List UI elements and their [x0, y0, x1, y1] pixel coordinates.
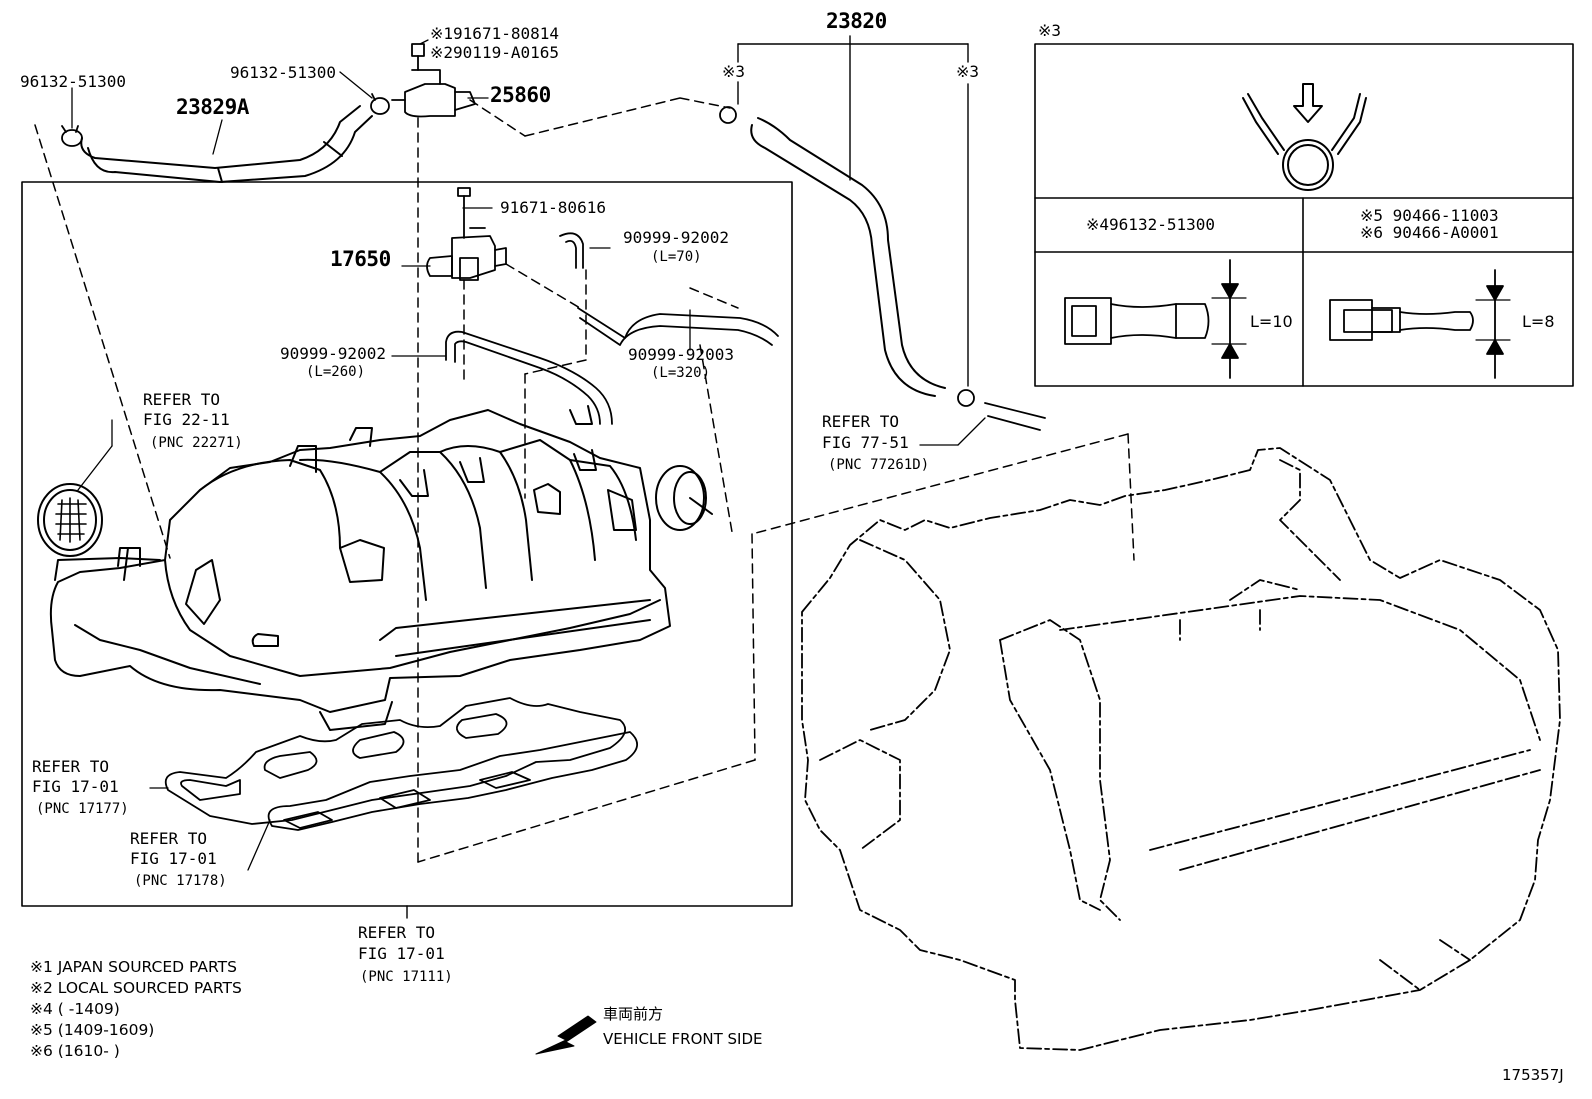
detail-box-left-length: L=10	[1250, 312, 1293, 331]
diagram-id: 175357J	[1502, 1066, 1564, 1084]
ref-fig17177-line1: REFER TO	[32, 757, 110, 776]
label-91671-80814: ※191671-80814	[430, 24, 559, 43]
clamp-23820-top	[719, 106, 737, 124]
manifold-actuator	[655, 465, 713, 531]
detail-box-title: ※3	[1038, 21, 1062, 40]
engine-block-outline	[801, 447, 1561, 1051]
gasket-17178	[267, 731, 638, 831]
label-96132-51300-left: 96132-51300	[20, 72, 126, 91]
hose-90999-92002-long	[445, 330, 613, 425]
label-90999-92002-a: 90999-92002	[623, 228, 729, 247]
dashed-routing	[34, 97, 1135, 863]
ref-fig17178-line1: REFER TO	[130, 829, 208, 848]
label-90999-92002-b: 90999-92002	[280, 344, 386, 363]
gasket-22271	[37, 483, 103, 557]
ref-fig22-line1: REFER TO	[143, 390, 221, 409]
hose-23820	[750, 117, 946, 397]
label-mark3-a: ※3	[722, 62, 746, 81]
label-90119-A0165: ※290119-A0165	[430, 43, 559, 62]
clamp-mid	[370, 93, 390, 115]
ref-fig17111-line3: (PNC 17111)	[360, 969, 453, 985]
detail-box-right-length: L=8	[1522, 312, 1555, 331]
inset-frame	[21, 181, 793, 907]
note-4: ※4 ( -1409)	[30, 1000, 120, 1018]
note-2: ※2 LOCAL SOURCED PARTS	[30, 979, 242, 997]
label-25860: 25860	[490, 83, 551, 107]
ref-fig17111-line1: REFER TO	[358, 923, 436, 942]
label-96132-51300-mid: 96132-51300	[230, 63, 336, 82]
direction-label-jp: 車両前方	[603, 1005, 664, 1023]
vsv-17650	[426, 187, 507, 281]
hose-90999-92003	[577, 307, 779, 346]
label-length-260: (L=260)	[306, 364, 366, 380]
detail-box	[1034, 43, 1574, 387]
ref-fig17178-line2: FIG 17-01	[130, 849, 217, 868]
label-length-320: (L=320)	[651, 365, 711, 381]
leader-lines	[71, 39, 986, 871]
ref-fig17178-line3: (PNC 17178)	[134, 873, 227, 889]
clamp-detail-right	[1329, 269, 1511, 379]
note-1: ※1 JAPAN SOURCED PARTS	[30, 958, 237, 976]
label-length-70: (L=70)	[651, 249, 702, 265]
ref-fig77-line3: (PNC 77261D)	[828, 457, 930, 473]
bracket-23820	[737, 35, 969, 387]
label-23820: 23820	[826, 9, 887, 33]
direction-label-en: VEHICLE FRONT SIDE	[603, 1030, 763, 1048]
hose-23829A	[80, 105, 373, 183]
detail-box-right-header-1: ※5 90466-11003	[1360, 206, 1499, 225]
detail-box-left-header: ※496132-51300	[1086, 215, 1215, 234]
vehicle-front-arrow-icon	[535, 1015, 597, 1055]
ref-fig77-line2: FIG 77-51	[822, 433, 909, 452]
ref-fig17111-line2: FIG 17-01	[358, 944, 445, 963]
label-17650: 17650	[330, 247, 391, 271]
note-6: ※6 (1610- )	[30, 1042, 120, 1060]
ref-fig22-line2: FIG 22-11	[143, 410, 230, 429]
ref-fig17177-line2: FIG 17-01	[32, 777, 119, 796]
clip-icon	[1242, 83, 1367, 191]
note-5: ※5 (1409-1609)	[30, 1021, 155, 1039]
detail-box-right-header-2: ※6 90466-A0001	[1360, 223, 1499, 242]
gasket-17177	[164, 697, 627, 825]
label-mark3-b: ※3	[956, 62, 980, 81]
label-91671-80616: 91671-80616	[500, 198, 606, 217]
intake-manifold	[49, 405, 671, 731]
ref-fig22-line3: (PNC 22271)	[150, 435, 243, 451]
clamp-23820-bottom	[957, 389, 975, 407]
clamp-detail-left	[1064, 259, 1247, 379]
label-90999-92003: 90999-92003	[628, 345, 734, 364]
clamp-left	[61, 125, 83, 147]
label-23829A: 23829A	[176, 95, 249, 119]
hose-90999-92002-small	[559, 232, 584, 269]
ref-fig77-line1: REFER TO	[822, 412, 900, 431]
ref-fig17177-line3: (PNC 17177)	[36, 801, 129, 817]
